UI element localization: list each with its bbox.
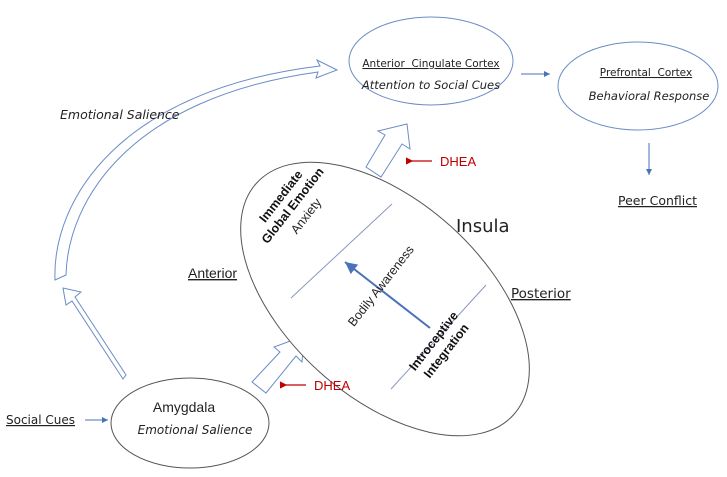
acc-subtitle: Attention to Social Cues [361,78,500,92]
anterior-label: Anterior [188,265,237,281]
pfc-node[interactable] [557,41,719,131]
amygdala-node[interactable] [110,377,270,469]
insula-to-acc-block-arrow [365,123,411,178]
insula-label: Insula [456,216,510,237]
amygdala-title: Amygdala [153,399,215,415]
pfc-title: Prefrontal Cortex [600,67,692,79]
peer-conflict-label: Peer Conflict [618,193,697,208]
dhea-upper-label: DHEA [440,154,476,169]
acc-title: Anterior Cingulate Cortex [362,58,499,70]
amygdala-to-path-block-arrow [62,287,127,380]
pfc-subtitle: Behavioral Response [589,89,710,103]
social-cues-label: Social Cues [6,413,75,427]
bodily-awareness-arrow [344,261,431,329]
emotional-salience-curved-arrow [54,58,339,281]
posterior-label: Posterior [511,286,571,302]
insula-divider-top [290,203,393,299]
amygdala-subtitle: Emotional Salience [138,423,253,437]
acc-node[interactable] [348,16,514,106]
insula-node[interactable] [191,110,579,477]
dhea-lower-label: DHEA [314,378,350,393]
emotional-salience-label: Emotional Salience [60,107,180,122]
insula-divider-bottom [390,284,487,390]
